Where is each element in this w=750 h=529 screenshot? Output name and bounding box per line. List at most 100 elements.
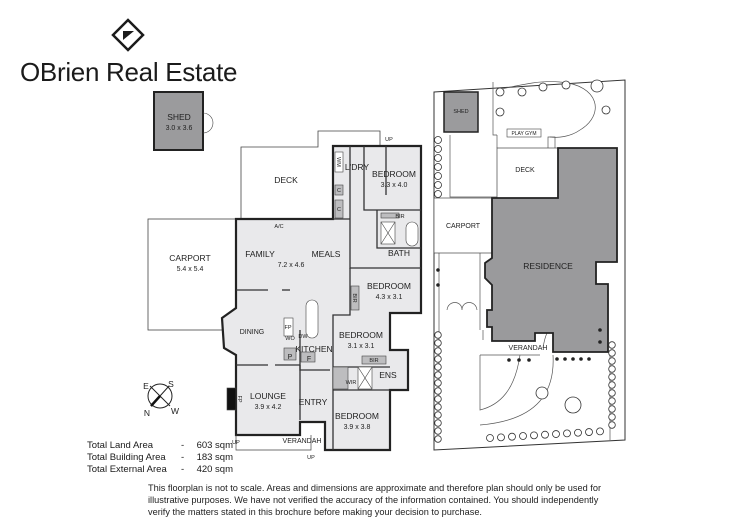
site-shed-label: SHED <box>453 109 468 115</box>
shrub-icon <box>436 283 440 287</box>
wm-label: WM <box>335 157 341 167</box>
tree-icon <box>434 403 442 411</box>
deck-label: DECK <box>274 175 298 185</box>
fireplace-label: FP <box>284 325 291 331</box>
site-play-gym-label: PLAY GYM <box>511 131 536 137</box>
area-totals: Total Land Area-603 sqm Total Building A… <box>87 440 233 476</box>
lounge-dim: 3.9 x 4.2 <box>255 404 282 411</box>
tree-icon <box>434 190 442 198</box>
disclaimer: This floorplan is not to scale. Areas an… <box>148 483 602 517</box>
shed <box>153 91 214 151</box>
fixtures <box>226 151 419 411</box>
tree-icon <box>608 365 616 373</box>
bedroom-dim: 3.3 x 4.0 <box>381 182 408 189</box>
kitchen-label: KITCHEN <box>295 344 332 354</box>
dining-label: DINING <box>240 329 265 336</box>
shrub-icon <box>598 328 602 332</box>
up-label: UP <box>307 455 315 461</box>
carport-label: CARPORT <box>169 253 210 263</box>
bedroom-dim: 4.3 x 3.1 <box>376 294 403 301</box>
tree-icon <box>530 431 538 440</box>
shed-dim: 3.0 x 3.6 <box>166 125 193 132</box>
tree-icon <box>535 386 549 400</box>
tree-icon <box>434 172 442 180</box>
entry-label: ENTRY <box>299 397 328 407</box>
tree-icon <box>552 430 560 438</box>
shrub-icon <box>563 357 567 361</box>
tree-icon <box>563 429 571 438</box>
tree-icon <box>585 428 593 436</box>
compass-icon: E S N W <box>143 379 179 418</box>
site-trees <box>434 79 616 443</box>
svg-text:N: N <box>144 408 150 418</box>
shrub-icon <box>598 340 602 344</box>
site-carport <box>433 197 493 254</box>
bedroom-dim: 3.1 x 3.1 <box>348 343 375 350</box>
tree-icon <box>608 381 616 389</box>
svg-text:W: W <box>171 406 179 416</box>
site-residence <box>484 147 618 353</box>
shed-label: SHED <box>167 112 191 122</box>
tree-icon <box>517 87 527 97</box>
svg-text:S: S <box>168 379 174 389</box>
shrub-icon <box>571 357 575 361</box>
shrub-icon <box>436 268 440 272</box>
tree-icon <box>561 80 571 90</box>
bedroom-dim: 3.9 x 3.8 <box>344 424 371 431</box>
tree-icon <box>574 428 582 437</box>
shrub-icon <box>587 357 591 361</box>
carport-outline <box>147 218 237 331</box>
wall-oven-label: WO <box>285 336 295 342</box>
site-carport-label: CARPORT <box>446 223 481 230</box>
fridge-label: F <box>307 356 311 363</box>
fireplace-label: FP <box>236 395 242 402</box>
tree-icon <box>608 397 616 405</box>
verandah-label: VERANDAH <box>283 438 322 445</box>
verandah-outline <box>235 435 312 451</box>
site-play-gym <box>506 128 542 138</box>
tree-icon <box>601 105 611 115</box>
cupboard-label: C <box>337 188 341 194</box>
pantry-label: P <box>288 354 293 361</box>
tree-icon <box>434 379 442 387</box>
shrub-icon <box>507 358 511 362</box>
shrub-icon <box>555 357 559 361</box>
tree-icon <box>538 82 548 92</box>
tree-icon <box>434 371 442 379</box>
site-verandah-label: VERANDAH <box>509 345 548 352</box>
tree-icon <box>608 349 616 357</box>
site-shed <box>443 91 479 133</box>
tree-icon <box>434 435 442 443</box>
tree-icon <box>541 430 549 439</box>
total-external-area: Total External Area-420 sqm <box>87 464 233 475</box>
family-label: FAMILY <box>245 249 275 259</box>
family-dim: 7.2 x 4.6 <box>278 262 305 269</box>
tree-icon <box>608 421 616 429</box>
tree-icon <box>608 341 616 349</box>
site-deck <box>496 147 559 199</box>
bath-label: BATH <box>388 248 410 258</box>
tree-icon <box>608 405 616 413</box>
bedroom-label: BEDROOM <box>335 411 379 421</box>
tree-icon <box>608 357 616 365</box>
tree-icon <box>508 432 516 441</box>
meals-label: MEALS <box>312 249 341 259</box>
total-land-area: Total Land Area-603 sqm <box>87 440 233 451</box>
tree-icon <box>519 432 527 440</box>
bedroom-label: BEDROOM <box>367 281 411 291</box>
tree-icon <box>434 363 442 371</box>
tree-icon <box>497 433 505 442</box>
lounge-label: LOUNGE <box>250 391 286 401</box>
laundry-label: L'DRY <box>345 162 369 172</box>
tree-icon <box>434 411 442 419</box>
tree-icon <box>434 136 442 144</box>
bedroom-label: BEDROOM <box>339 330 383 340</box>
tree-icon <box>434 387 442 395</box>
tree-icon <box>596 427 604 436</box>
tree-icon <box>434 427 442 435</box>
tree-icon <box>590 79 604 93</box>
cupboard-label: C <box>337 207 341 213</box>
dishwasher-label: DW <box>298 334 308 340</box>
ensuite-label: ENS <box>379 370 397 380</box>
up-label: UP <box>385 137 393 143</box>
